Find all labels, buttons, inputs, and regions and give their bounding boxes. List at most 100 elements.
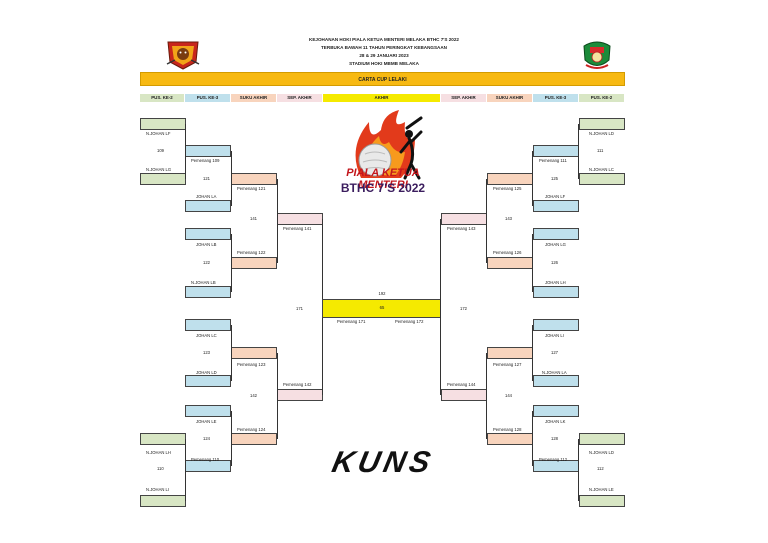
winner-label: Pemenang 142 — [283, 382, 312, 387]
team-name: JOHAN LF — [545, 194, 566, 199]
winner-label: Pemenang 122 — [237, 250, 266, 255]
team-slot — [185, 228, 231, 240]
match-number: 171 — [296, 306, 303, 311]
winner-label: Pemenang 112 — [539, 457, 568, 462]
team-name: N.JOHAN LB — [191, 280, 216, 285]
match-number: 109 — [157, 148, 164, 153]
match-number: 141 — [250, 216, 257, 221]
team-name: JOHAN LC — [196, 333, 217, 338]
team-slot — [533, 405, 579, 417]
team-name: N.JOHAN LC — [589, 167, 614, 172]
col-header: SEP. AKHIR — [277, 94, 322, 102]
match-number: 121 — [203, 176, 210, 181]
team-slot — [185, 200, 231, 212]
team-slot — [277, 213, 323, 225]
team-name: N.JOHAN LH — [146, 450, 171, 455]
team-slot — [487, 347, 533, 359]
winner-label: Pemenang 143 — [447, 226, 476, 231]
team-name: JOHAN LG — [545, 242, 566, 247]
event-subtitle: TERBUKA BAWAH 11 TAHUN PERINGKAT KEBANGS… — [321, 45, 447, 50]
team-slot — [185, 405, 231, 417]
final-label: 65 — [379, 305, 385, 310]
match-number: 110 — [157, 466, 164, 471]
team-slot — [487, 257, 533, 269]
team-slot — [533, 375, 579, 387]
team-slot — [140, 433, 186, 445]
team-name: JOHAN LH — [545, 280, 566, 285]
melaka-crest-logo — [580, 38, 614, 72]
team-slot — [441, 389, 487, 401]
match-number: 111 — [597, 148, 604, 153]
team-slot — [185, 145, 231, 157]
match-number: 123 — [203, 350, 210, 355]
winner-label: Pemenang 109 — [191, 158, 220, 163]
team-slot — [533, 228, 579, 240]
team-slot — [231, 347, 277, 359]
winner-label: Pemenang 171 — [337, 319, 366, 324]
col-header: PUS. KE-2 — [140, 94, 184, 102]
winner-label: Pemenang 128 — [493, 427, 522, 432]
team-slot — [533, 145, 579, 157]
winner-label: Pemenang 172 — [395, 319, 424, 324]
team-name: JOHAN LA — [196, 194, 217, 199]
event-venue: STADIUM HOKI MBMB MELAKA — [349, 61, 419, 66]
team-name: N.JOHAN LI — [146, 487, 170, 492]
match-number: 127 — [551, 350, 558, 355]
col-header: AKHIR — [323, 94, 440, 102]
event-logo-subtitle: BTHC 7'S 2022 — [340, 181, 426, 195]
team-name: N.JOHAN LG — [146, 167, 172, 172]
team-slot — [487, 433, 533, 445]
team-name: N.JOHAN LE — [589, 487, 614, 492]
winner-label: Pemenang 123 — [237, 362, 266, 367]
match-number: 122 — [203, 260, 210, 265]
winner-label: Pemenang 124 — [237, 427, 266, 432]
team-slot — [533, 286, 579, 298]
winner-label: Pemenang 125 — [493, 186, 522, 191]
sponsor-logo: KUNS — [329, 446, 438, 479]
team-name: N.JOHAN LD — [589, 450, 614, 455]
team-slot — [140, 118, 186, 130]
team-slot — [231, 173, 277, 185]
winner-label: Pemenang 111 — [539, 158, 567, 163]
match-number: 112 — [597, 466, 604, 471]
event-logo — [325, 108, 441, 204]
team-name: JOHAN LK — [545, 419, 566, 424]
team-slot — [579, 495, 625, 507]
team-name: N.JOHAN LD — [589, 131, 614, 136]
col-header: PUS. KE-3 — [185, 94, 230, 102]
winner-label: Pemenang 127 — [493, 362, 522, 367]
team-name: JOHAN LB — [196, 242, 217, 247]
team-name: JOHAN LE — [196, 419, 217, 424]
match-number: 124 — [203, 436, 210, 441]
event-title: KEJOHANAN HOKI PIALA KETUA MENTERI MELAK… — [309, 37, 459, 42]
final-match-number: 192 — [378, 291, 386, 296]
team-name: JOHAN LD — [196, 370, 217, 375]
team-name: N.JOHAN LA — [542, 370, 567, 375]
match-number: 128 — [551, 436, 558, 441]
team-slot — [441, 213, 487, 225]
col-header: SUKU AKHIR — [487, 94, 532, 102]
col-header: SEP. AKHIR — [441, 94, 486, 102]
col-header: SUKU AKHIR — [231, 94, 276, 102]
winner-label: Pemenang 121 — [237, 186, 266, 191]
match-number: 125 — [551, 176, 558, 181]
winner-label: Pemenang 110 — [191, 457, 220, 462]
team-slot — [231, 257, 277, 269]
team-slot — [185, 286, 231, 298]
match-number: 143 — [505, 216, 512, 221]
team-slot — [277, 389, 323, 401]
team-slot — [231, 433, 277, 445]
winner-label: Pemenang 126 — [493, 250, 522, 255]
event-date: 28 & 29 JANUARI 2023 — [359, 53, 409, 58]
col-header: PUS. KE-2 — [579, 94, 624, 102]
event-logo-title: PIALA KETUA MENTERI — [346, 167, 420, 191]
team-name: N.JOHAN LF — [146, 131, 171, 136]
team-slot — [185, 375, 231, 387]
cup-banner: CARTA CUP LELAKI — [140, 72, 625, 86]
match-number: 172 — [460, 306, 467, 311]
team-slot — [140, 495, 186, 507]
match-number: 126 — [551, 260, 558, 265]
team-slot — [579, 433, 625, 445]
team-slot — [533, 200, 579, 212]
team-slot — [579, 118, 625, 130]
